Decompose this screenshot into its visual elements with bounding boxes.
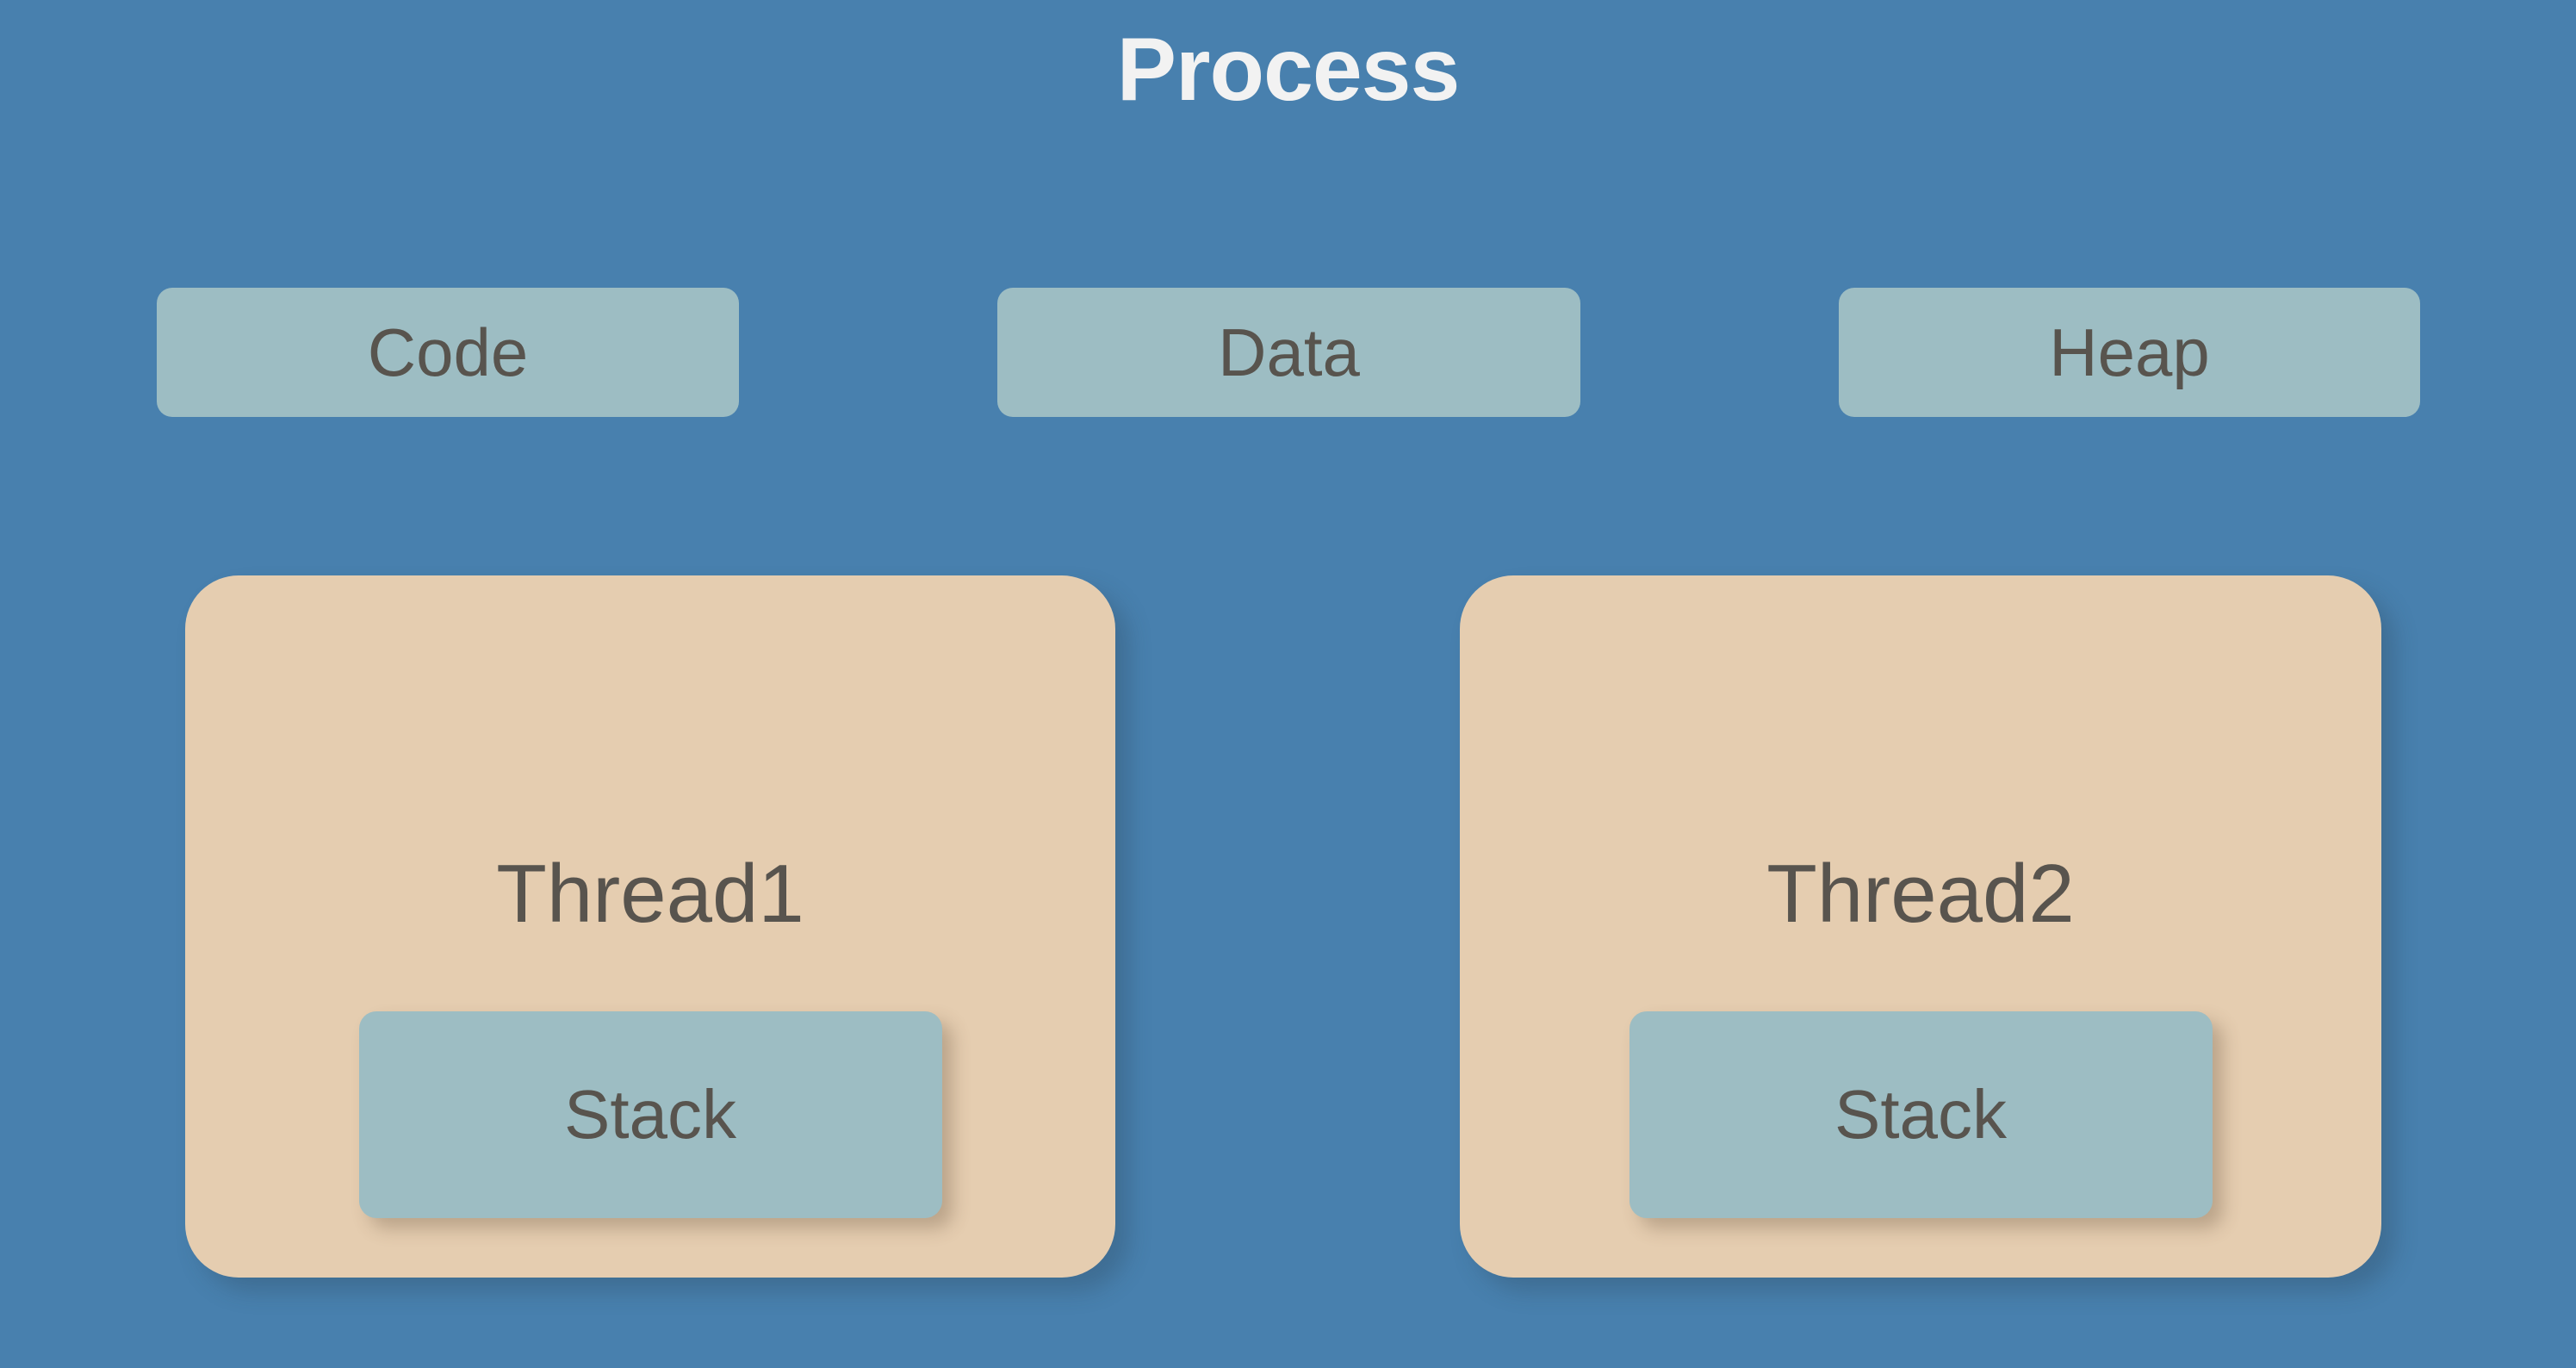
thread-title-thread2: Thread2 bbox=[1766, 848, 2075, 940]
thread-card-thread2[interactable]: Thread2 Stack bbox=[1460, 575, 2381, 1278]
segment-label-data: Data bbox=[1218, 314, 1360, 390]
stack-label-thread2: Stack bbox=[1834, 1076, 2008, 1153]
stack-label-thread1: Stack bbox=[563, 1076, 737, 1153]
stack-box-thread1[interactable]: Stack bbox=[358, 1011, 942, 1218]
memory-segment-row: Code Data Heap bbox=[0, 288, 2576, 417]
segment-label-heap: Heap bbox=[2049, 314, 2210, 390]
stack-box-thread2[interactable]: Stack bbox=[1629, 1011, 2213, 1218]
segment-box-data[interactable]: Data bbox=[997, 288, 1580, 417]
thread-title-thread1: Thread1 bbox=[496, 848, 804, 940]
thread-row: Thread1 Stack Thread2 Stack bbox=[0, 575, 2576, 1290]
segment-label-code: Code bbox=[367, 314, 529, 390]
segment-box-heap[interactable]: Heap bbox=[1839, 288, 2420, 417]
page-title: Process bbox=[1116, 20, 1461, 120]
segment-box-code[interactable]: Code bbox=[157, 288, 739, 417]
thread-card-thread1[interactable]: Thread1 Stack bbox=[185, 575, 1115, 1278]
